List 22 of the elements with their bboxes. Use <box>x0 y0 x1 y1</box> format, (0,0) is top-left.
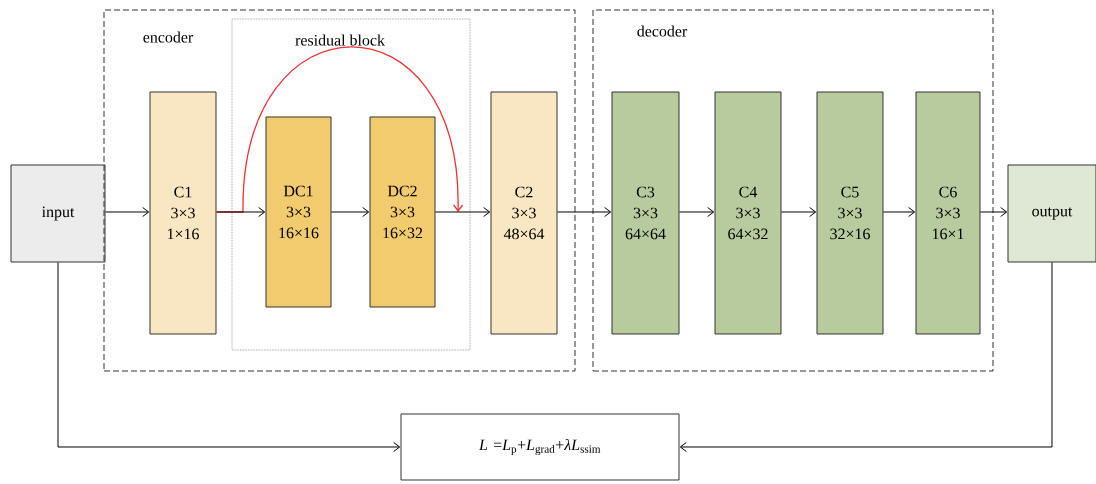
output-box: output <box>1007 164 1096 263</box>
layer-box: C6 3×3 16×1 <box>915 91 981 335</box>
arrow <box>883 207 916 217</box>
arrow <box>216 207 266 217</box>
arrow <box>331 207 370 217</box>
arrow <box>679 207 715 217</box>
arrow <box>679 262 1053 452</box>
arrow <box>57 262 401 452</box>
layer-box: C3 3×3 64×64 <box>611 91 680 335</box>
arrow <box>980 207 1008 217</box>
arrow <box>435 207 491 217</box>
layer-box: DC2 3×3 16×32 <box>369 116 436 308</box>
layer-box: C5 3×3 32×16 <box>816 91 884 335</box>
layer-box: C2 3×3 48×64 <box>490 91 558 335</box>
arrow <box>781 207 817 217</box>
layer-box: C4 3×3 64×32 <box>714 91 782 335</box>
arrow <box>105 207 150 217</box>
loss-formula-box: L =L$_{p}$+L$_{grad}$+λL$_{ssim}$ <box>400 413 680 481</box>
arrow <box>557 207 612 217</box>
layer-box: C1 3×3 1×16 <box>149 91 217 335</box>
input-box: input <box>10 164 106 263</box>
layer-box: DC1 3×3 16×16 <box>265 116 332 308</box>
